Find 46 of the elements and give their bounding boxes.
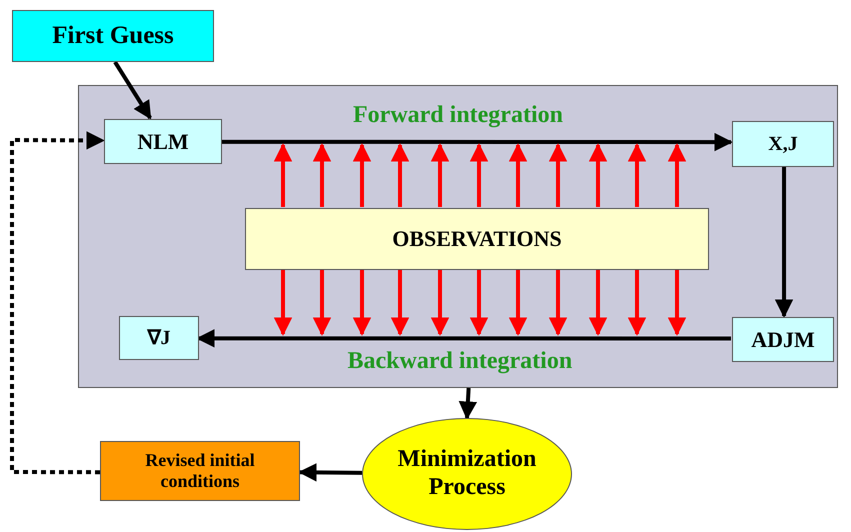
panel-background bbox=[78, 85, 838, 388]
edge-label: Backward integration bbox=[348, 348, 572, 375]
process-box bbox=[732, 317, 834, 362]
dotted-arrow bbox=[10, 131, 105, 474]
arrow bbox=[113, 60, 152, 120]
arrow bbox=[588, 269, 608, 336]
node-label: NLM bbox=[137, 128, 189, 154]
edge-label: Forward integration bbox=[353, 102, 563, 129]
node-label: ∇J bbox=[148, 326, 170, 350]
arrow bbox=[508, 269, 528, 336]
arrow bbox=[668, 269, 686, 336]
start-box bbox=[12, 10, 214, 62]
node-label: First Guess bbox=[52, 22, 174, 50]
arrow bbox=[312, 143, 332, 207]
process-box bbox=[732, 121, 834, 167]
arrow bbox=[628, 143, 646, 207]
arrow bbox=[274, 269, 292, 336]
process-box bbox=[100, 441, 300, 501]
arrow bbox=[470, 269, 488, 336]
arrow bbox=[470, 143, 488, 207]
arrow bbox=[274, 143, 292, 207]
arrow bbox=[298, 463, 362, 482]
process-box bbox=[104, 119, 222, 164]
arrow bbox=[628, 269, 646, 336]
node-label: ADJM bbox=[751, 326, 815, 352]
node-label: X,J bbox=[768, 132, 798, 156]
arrow bbox=[588, 143, 608, 207]
arrow bbox=[548, 269, 568, 336]
arrow bbox=[508, 143, 528, 207]
arrow bbox=[221, 132, 733, 152]
arrow bbox=[312, 269, 332, 336]
process-box bbox=[119, 316, 199, 360]
arrow bbox=[430, 269, 450, 336]
arrow bbox=[430, 143, 450, 207]
arrow bbox=[458, 388, 478, 420]
arrow bbox=[352, 143, 372, 207]
arrow bbox=[352, 269, 372, 336]
arrow bbox=[390, 269, 410, 336]
node-label: Revised initial conditions bbox=[144, 450, 256, 492]
node-label: Minimization Process bbox=[396, 446, 538, 502]
arrow bbox=[548, 143, 568, 207]
node-label: OBSERVATIONS bbox=[392, 226, 562, 252]
arrow bbox=[774, 166, 794, 318]
arrow bbox=[390, 143, 410, 207]
arrow bbox=[668, 143, 686, 207]
observations-box bbox=[245, 208, 709, 270]
